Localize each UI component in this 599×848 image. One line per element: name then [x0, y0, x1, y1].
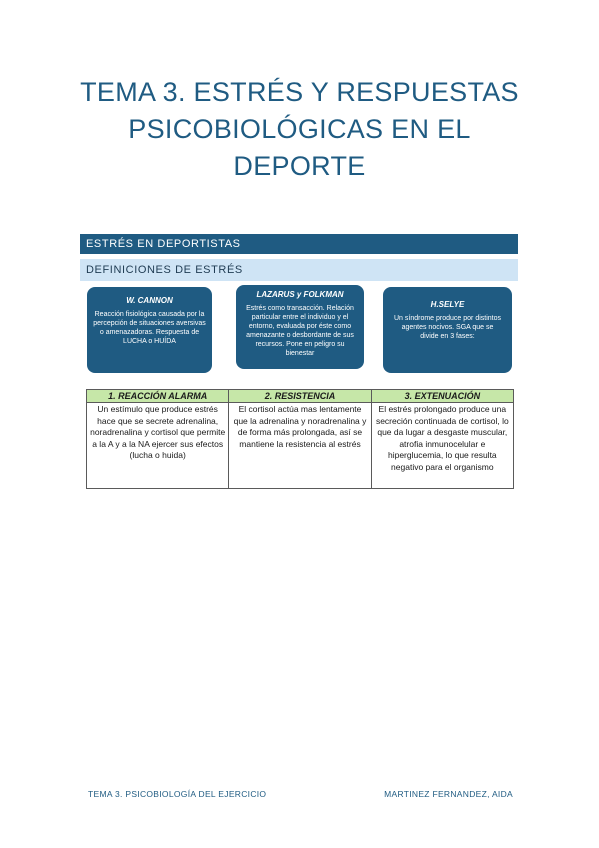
definition-card-lazarus: LAZARUS y FOLKMAN Estrés como transacció…: [236, 285, 364, 369]
table-row: Un estímulo que produce estrés hace que …: [85, 402, 515, 489]
definition-card-cannon: W. CANNON Reacción fisiológica causada p…: [87, 287, 212, 373]
card-title: W. CANNON: [126, 296, 173, 305]
table-header-row: 1. REACCIÓN ALARMA 2. RESISTENCIA 3. EXT…: [85, 389, 515, 403]
table-header-extenuacion: 3. EXTENUACIÓN: [370, 389, 515, 403]
table-cell-resistencia: El cortisol actúa mas lentamente que la …: [228, 402, 372, 489]
section-header: ESTRÉS EN DEPORTISTAS: [80, 234, 518, 254]
section-subheader: DEFINICIONES DE ESTRÉS: [80, 259, 518, 281]
page-title: TEMA 3. ESTRÉS Y RESPUESTAS PSICOBIOLÓGI…: [80, 77, 519, 181]
definition-card-selye: H.SELYE Un síndrome produce por distinto…: [383, 287, 512, 373]
card-title: H.SELYE: [430, 300, 465, 309]
table-header-alarma: 1. REACCIÓN ALARMA: [85, 389, 230, 403]
table-header-resistencia: 2. RESISTENCIA: [228, 389, 372, 403]
card-body: Estrés como transacción. Relación partic…: [246, 305, 354, 357]
card-title: LAZARUS y FOLKMAN: [256, 290, 344, 299]
card-body: Un síndrome produce por distintos agente…: [394, 315, 501, 340]
footer-author: MARTINEZ FERNANDEZ, AIDA: [384, 789, 513, 799]
card-body: Reacción fisiológica causada por la perc…: [93, 311, 206, 345]
table-cell-alarma: Un estímulo que produce estrés hace que …: [85, 402, 230, 489]
phases-table: 1. REACCIÓN ALARMA 2. RESISTENCIA 3. EXT…: [85, 389, 515, 489]
table-cell-extenuacion: El estrés prolongado produce una secreci…: [370, 402, 515, 489]
footer-course: TEMA 3. PSICOBIOLOGÍA DEL EJERCICIO: [88, 789, 267, 799]
